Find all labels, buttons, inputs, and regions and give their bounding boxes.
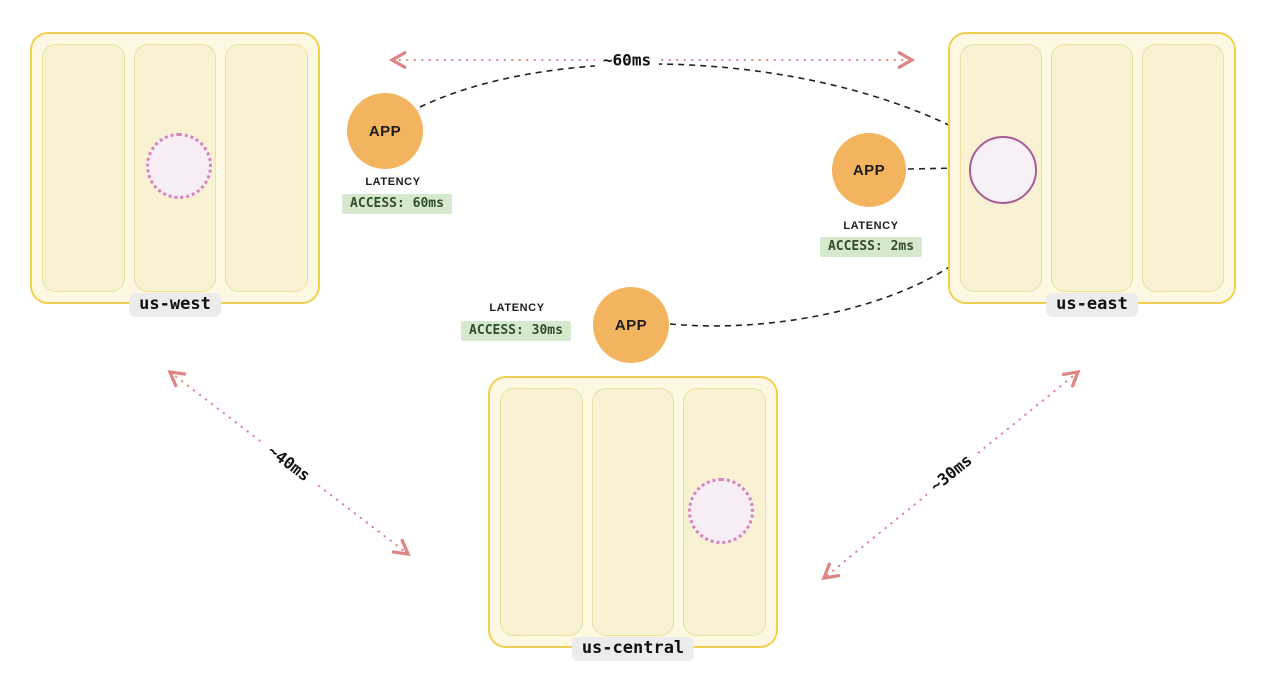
zone — [591, 388, 675, 636]
access-badge-west: ACCESS: 60ms — [342, 194, 452, 214]
zone — [1051, 44, 1133, 292]
link-latency-label-west-central: ~40ms — [257, 435, 321, 491]
region-label-us-east: us-east — [1046, 293, 1138, 317]
app-node-label: APP — [614, 316, 648, 334]
app-node-label: APP — [368, 122, 402, 140]
zone — [500, 388, 583, 636]
replica-placeholder-us-central — [688, 478, 754, 544]
access-badge-east: ACCESS: 2ms — [819, 237, 923, 257]
region-label-us-west: us-west — [129, 293, 221, 317]
latency-title-west: LATENCY — [365, 176, 421, 188]
zone — [1142, 44, 1224, 292]
link-latency-label-east-central: ~30ms — [919, 444, 983, 502]
app-node-label: APP — [852, 161, 886, 179]
zone — [42, 44, 125, 292]
access-arrow-west-app-to-db — [419, 63, 991, 148]
app-node-west: APP — [347, 93, 423, 169]
latency-title-east: LATENCY — [843, 220, 899, 232]
replica-placeholder-us-west — [146, 133, 212, 199]
app-node-central: APP — [593, 287, 669, 363]
link-latency-label-west-east: ~60ms — [594, 49, 660, 71]
latency-title-central: LATENCY — [489, 302, 545, 314]
access-badge-central: ACCESS: 30ms — [461, 321, 571, 341]
database-primary-us-east — [969, 136, 1037, 204]
region-label-us-central: us-central — [571, 637, 695, 661]
zone — [225, 44, 309, 292]
app-node-east: APP — [832, 133, 906, 207]
